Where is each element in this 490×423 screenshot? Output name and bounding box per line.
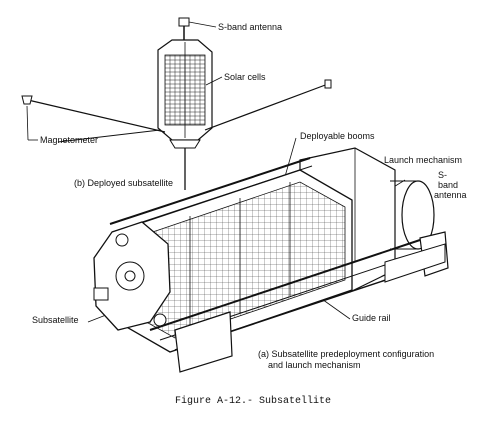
label-s-band-line-3: antenna xyxy=(434,190,467,200)
label-guide-rail: Guide rail xyxy=(352,313,391,323)
label-s-band-antenna-top: S-band antenna xyxy=(218,22,283,32)
launch-mechanism-assembly xyxy=(93,147,449,373)
label-deployable-booms: Deployable booms xyxy=(300,131,375,141)
label-s-band-line-2: band xyxy=(438,180,459,190)
deployed-subsatellite xyxy=(21,17,332,190)
figure-caption: Figure A-12.- Subsatellite xyxy=(175,396,332,407)
label-predeploy-line-1: (a) Subsatellite predeployment configura… xyxy=(258,349,435,359)
label-launch-mechanism: Launch mechanism xyxy=(384,155,463,165)
label-predeploy-line-2: and launch mechanism xyxy=(268,360,361,370)
label-solar-cells: Solar cells xyxy=(224,72,266,82)
label-magnetometer: Magnetometer xyxy=(40,135,99,145)
label-deployed-subsatellite: (b) Deployed subsatellite xyxy=(74,178,174,188)
label-subsatellite: Subsatellite xyxy=(32,315,79,325)
label-s-band-line-1: S- xyxy=(438,170,447,180)
